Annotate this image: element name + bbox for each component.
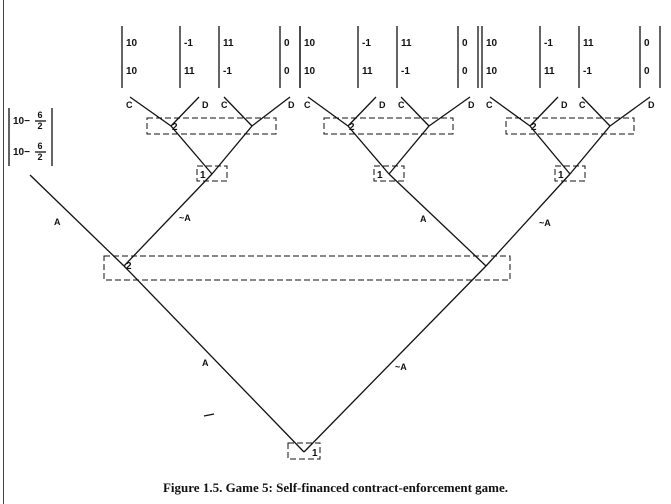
- subgame-3-payoff-1-row1: 10: [486, 38, 498, 49]
- subgame-2-edge-2L-C: [307, 96, 349, 127]
- subgame-2-payoff-1-row2: 10: [304, 66, 316, 77]
- subgame-3-payoff-1-row2: 10: [486, 66, 498, 77]
- subgame-1-payoff-2-row2: 11: [184, 66, 195, 77]
- subgame-2-info-set-player2: [323, 117, 454, 135]
- figure-caption: Figure 1.5. Game 5: Self-financed contra…: [162, 480, 508, 495]
- page-margin-rule: [3, 0, 4, 504]
- subgame-3-payoff-3-row2: -1: [583, 66, 592, 77]
- subgame-3-edge-2L-C: [489, 96, 531, 127]
- left-payoff-bottom: 10−: [13, 147, 30, 158]
- subgame-2-player-label-1: 1: [377, 170, 383, 181]
- subgame-1-info-set-player2: [146, 117, 277, 135]
- left-payoff-top: 10−: [13, 116, 30, 127]
- subgame-3-move-D-left: D: [561, 100, 568, 110]
- player-label-main-2: 2: [126, 261, 132, 272]
- subgame-2-payoff-2-row1: -1: [362, 38, 371, 49]
- left-payoff-frac-den-top: 2: [37, 121, 42, 131]
- subgame-2-payoff-3-row2: -1: [401, 66, 410, 77]
- left-payoff-frac-num-top: 6: [37, 110, 42, 120]
- subgame-3-info-set-player2: [505, 117, 635, 135]
- subgame-2-move-C-right: C: [398, 100, 405, 110]
- subgame-1-payoff-3-row1: 11: [223, 38, 234, 49]
- subgame-2-player-label-2: 2: [349, 122, 355, 133]
- edge-root-notA: [303, 265, 487, 453]
- subgame-2-payoff-2-row2: 11: [362, 66, 373, 77]
- subgame-1-edge-2L-C: [129, 96, 172, 127]
- subgame-2-entry-edge: [388, 173, 487, 267]
- move-label-root-A: A: [202, 358, 209, 368]
- edge-root-A: [123, 265, 305, 453]
- subgame-3-move-D-right: D: [648, 100, 655, 110]
- subgame-1-edge-2R-C: [223, 96, 253, 127]
- subgame-1-edge-2L-D: [170, 96, 200, 127]
- subgame-3-edge-1-D: [569, 125, 611, 175]
- subgame-3-payoff-3-row1: 11: [583, 38, 594, 49]
- subgame-2-payoff-1-row1: 10: [304, 38, 316, 49]
- subgame-1-edge-1-C: [170, 125, 213, 175]
- subgame-1-payoff-4-row1: 0: [284, 38, 290, 49]
- edge-left-A: [29, 174, 125, 267]
- subgame-3-edge-1-C: [529, 125, 571, 175]
- subgame-2-edge-2R-C: [400, 96, 430, 127]
- subgame-1-move-D-right: D: [288, 100, 295, 110]
- subgame-2-move-D-right: D: [468, 100, 475, 110]
- subgame-1-payoff-4-row2: 0: [284, 66, 290, 77]
- move-label-right-A: A: [420, 214, 427, 224]
- subgame-2-payoff-4-row2: 0: [462, 66, 468, 77]
- subgame-3-entry-edge: [485, 173, 571, 267]
- left-payoff-frac-num-bottom: 6: [37, 141, 42, 151]
- player-label-root: 1: [312, 448, 318, 459]
- subgame-3-edge-2R-C: [581, 96, 611, 127]
- subgame-2-edge-2R-D: [428, 96, 471, 127]
- subgame-3-payoff-4-row1: 0: [644, 38, 650, 49]
- subgame-2-payoff-3-row1: 11: [401, 38, 412, 49]
- subgame-3-move-C-right: C: [579, 100, 586, 110]
- subgame-2-edge-1-D: [388, 125, 430, 175]
- subgame-3-player-label-2: 2: [531, 122, 537, 133]
- subgame-1-edge-2R-D: [251, 96, 291, 127]
- move-label-left-A: A: [54, 217, 61, 227]
- scan-mark: [203, 413, 215, 417]
- subgame-3-edge-2R-D: [609, 96, 651, 127]
- subgame-2-move-C-left: C: [304, 100, 311, 110]
- subgame-2-edge-1-C: [347, 125, 390, 175]
- subgame-3-info-set-player1: [554, 165, 586, 182]
- subgame-2-move-D-left: D: [379, 100, 386, 110]
- subgame-1-info-set-player1: [196, 165, 228, 182]
- subgame-1-payoff-3-row2: -1: [223, 66, 232, 77]
- left-payoff-frac-den-bottom: 2: [37, 152, 42, 162]
- subgame-3-edge-2L-D: [529, 96, 559, 127]
- subgame-1-payoff-2-row1: -1: [184, 38, 193, 49]
- subgame-1-move-C-right: C: [221, 100, 228, 110]
- subgame-1-player-label-2: 2: [172, 122, 178, 133]
- subgame-1-player-label-1: 1: [200, 170, 206, 181]
- subgame-1-move-C-left: C: [126, 100, 133, 110]
- move-label-root-notA: ~A: [395, 362, 407, 372]
- info-set-player1-root: [287, 442, 321, 460]
- move-label-right-notA: ~A: [539, 218, 551, 228]
- subgame-2-edge-2L-D: [347, 96, 377, 127]
- info-set-player2-main: [103, 255, 511, 281]
- subgame-1-payoff-1-row2: 10: [126, 66, 138, 77]
- subgame-1-move-D-left: D: [202, 100, 209, 110]
- subgame-1-entry-edge: [123, 173, 213, 267]
- subgame-3-payoff-4-row2: 0: [644, 66, 650, 77]
- subgame-3-payoff-2-row2: 11: [544, 66, 555, 77]
- subgame-3-move-C-left: C: [486, 100, 493, 110]
- subgame-1-payoff-1-row1: 10: [126, 38, 138, 49]
- subgame-2-payoff-4-row1: 0: [462, 38, 468, 49]
- subgame-3-payoff-2-row1: -1: [544, 38, 553, 49]
- subgame-3-player-label-1: 1: [558, 170, 564, 181]
- subgame-2-info-set-player1: [373, 165, 405, 182]
- subgame-1-edge-1-D: [211, 125, 253, 175]
- move-label-left-notA: ~A: [179, 213, 191, 223]
